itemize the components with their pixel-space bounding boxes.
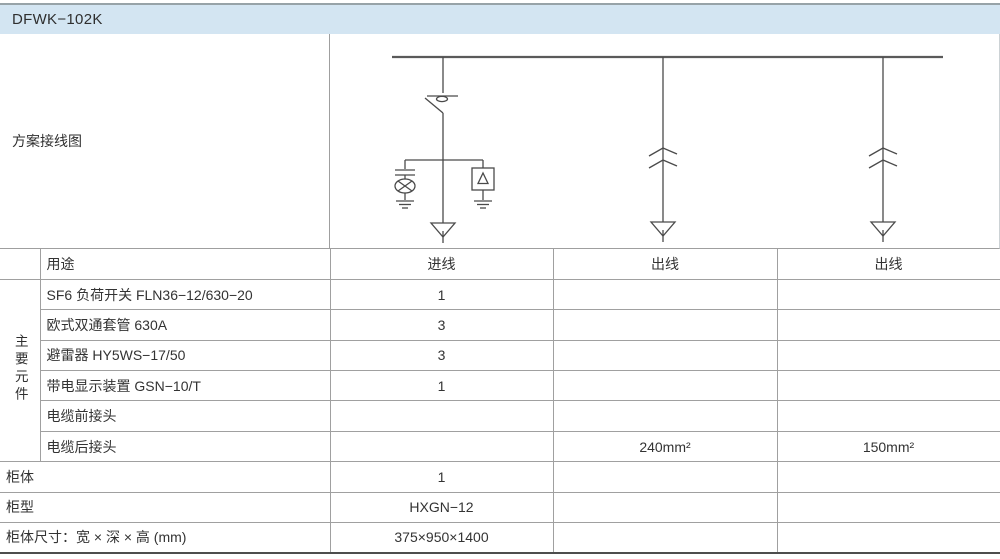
footer-label-cell: 柜体 xyxy=(0,461,331,493)
ground-icon xyxy=(474,200,492,209)
outgoing1-value-cell xyxy=(552,339,778,372)
outgoing2-value-cell xyxy=(776,522,1000,554)
component-name-cell: 电缆前接头 xyxy=(40,400,331,432)
component-name-cell: 带电显示装置 GSN−10/T xyxy=(40,370,331,402)
outgoing-feeder xyxy=(648,57,678,242)
incoming-value-cell: 375×950×1400 xyxy=(329,522,554,554)
title-bar: DFWK−102K xyxy=(0,3,1000,34)
table-row: 电缆后接头 240mm² 150mm² xyxy=(0,430,1000,463)
table-row: 柜型 HXGN−12 xyxy=(0,491,1000,524)
incoming-feeder xyxy=(394,57,495,243)
cable-connector-icon xyxy=(868,147,898,169)
table-row: 柜体 1 xyxy=(0,461,1000,493)
component-name-cell: 欧式双通套管 630A xyxy=(40,309,331,341)
table-row: 柜体尺寸：宽 × 深 × 高 (mm) 375×950×1400 xyxy=(0,522,1000,554)
outgoing2-value-cell xyxy=(776,400,1000,432)
header-cell-outgoing-2: 出线 xyxy=(776,249,1000,280)
outgoing2-value-cell xyxy=(776,370,1000,402)
ground-icon xyxy=(396,200,414,209)
diagram-label: 方案接线图 xyxy=(12,133,82,149)
load-break-switch-icon xyxy=(424,95,458,114)
cable-arrow-icon xyxy=(869,221,897,242)
outgoing1-value-cell xyxy=(552,461,778,493)
incoming-value-cell xyxy=(329,400,554,432)
model-title: DFWK−102K xyxy=(12,11,103,28)
surge-arrester-icon xyxy=(471,160,495,200)
table-row: 带电显示装置 GSN−10/T 1 xyxy=(0,370,1000,402)
component-name-cell: SF6 负荷开关 FLN36−12/630−20 xyxy=(39,278,331,311)
footer-label-cell: 柜体尺寸：宽 × 深 × 高 (mm) xyxy=(0,522,331,554)
table-row: 主要元件 SF6 负荷开关 FLN36−12/630−20 1 xyxy=(0,278,1000,463)
incoming-value-cell: 1 xyxy=(329,278,554,311)
outgoing1-value-cell xyxy=(552,370,778,402)
incoming-value-cell: 1 xyxy=(329,370,554,402)
incoming-value-cell: 3 xyxy=(329,309,554,341)
voltage-indicator-icon xyxy=(394,160,416,200)
table-row: 欧式双通套管 630A 3 xyxy=(0,309,1000,341)
cable-arrow-icon xyxy=(649,221,677,242)
outgoing2-value-cell xyxy=(776,461,1000,493)
spec-table: 用途 进线 出线 出线 主要元件 SF6 负荷开关 FLN36−12/630−2… xyxy=(0,249,1000,554)
cable-arrow-icon xyxy=(429,222,457,243)
wiring-diagram-section: 方案接线图 xyxy=(0,34,1000,249)
corner-cell xyxy=(0,249,41,280)
outgoing1-value-cell xyxy=(552,309,778,341)
group-label: 主要元件 xyxy=(12,334,28,405)
outgoing2-value-cell xyxy=(776,339,1000,372)
outgoing2-value-cell xyxy=(776,309,1000,341)
outgoing1-value-cell: 240mm² xyxy=(552,430,778,463)
outgoing2-value-cell xyxy=(776,491,1000,524)
outgoing-feeder xyxy=(868,57,898,242)
table-row: 电缆前接头 xyxy=(0,400,1000,432)
incoming-value-cell xyxy=(329,430,554,463)
diagram-label-cell: 方案接线图 xyxy=(0,34,330,248)
cable-connector-icon xyxy=(648,147,678,169)
header-cell-outgoing-1: 出线 xyxy=(552,249,778,280)
outgoing2-value-cell xyxy=(776,278,1000,311)
component-name-cell: 避雷器 HY5WS−17/50 xyxy=(40,339,331,372)
table-row: 避雷器 HY5WS−17/50 3 xyxy=(0,339,1000,372)
outgoing1-value-cell xyxy=(552,522,778,554)
incoming-value-cell: 1 xyxy=(329,461,554,493)
single-line-diagram xyxy=(392,55,943,243)
outgoing1-value-cell xyxy=(552,278,778,311)
incoming-value-cell: 3 xyxy=(329,339,554,372)
header-cell-usage: 用途 xyxy=(39,249,331,280)
footer-label-cell: 柜型 xyxy=(0,491,331,524)
table-header-row: 用途 进线 出线 出线 xyxy=(0,249,1000,280)
diagram-canvas xyxy=(330,34,999,248)
outgoing2-value-cell: 150mm² xyxy=(776,430,1000,463)
outgoing1-value-cell xyxy=(552,491,778,524)
group-label-cell: 主要元件 xyxy=(0,278,41,463)
header-cell-incoming: 进线 xyxy=(329,249,554,280)
incoming-value-cell: HXGN−12 xyxy=(329,491,554,524)
outgoing1-value-cell xyxy=(552,400,778,432)
component-name-cell: 电缆后接头 xyxy=(40,430,331,463)
